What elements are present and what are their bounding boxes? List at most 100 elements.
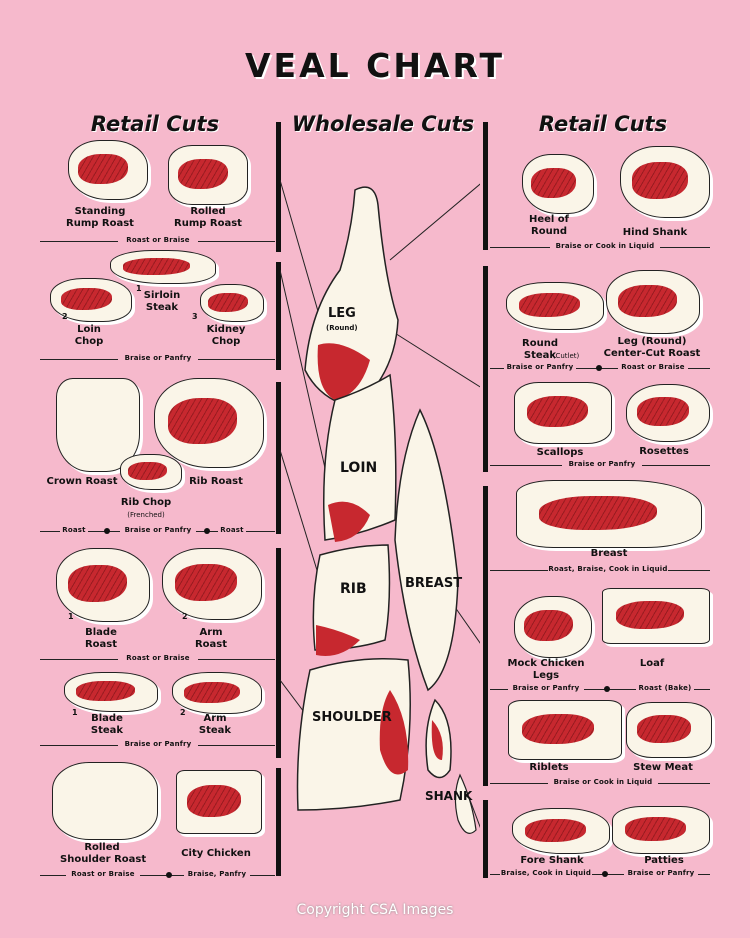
label-leg: LEG xyxy=(328,306,356,321)
divider-left-4 xyxy=(276,548,281,758)
shoulder-region xyxy=(296,658,411,811)
riblets-label: Riblets xyxy=(529,762,569,773)
header-wholesale: Wholesale Cuts xyxy=(291,112,475,136)
page-title: VEAL CHART xyxy=(245,46,505,85)
blade-steak-image xyxy=(64,672,158,712)
number-label: 3 xyxy=(192,312,198,321)
rib-chop-image xyxy=(120,454,182,490)
rolled-shoulder-roast-label: Rolled Shoulder Roast xyxy=(60,842,147,865)
divider-left-1 xyxy=(276,122,281,252)
number-label: 1 xyxy=(68,612,74,621)
blade-roast-label: Blade Roast xyxy=(84,627,118,650)
divider-right-2 xyxy=(483,266,488,472)
cook-method: Braise or Panfry xyxy=(118,740,198,748)
header-retail-right: Retail Cuts xyxy=(538,112,668,136)
sirloin-steak-label: Sirloin Steak xyxy=(143,290,181,313)
sirloin-steak-image xyxy=(110,250,216,284)
riblets-image xyxy=(508,700,622,760)
fore-shank-image xyxy=(512,808,610,854)
kidney-chop-label: Kidney Chop xyxy=(206,324,246,347)
number-label: 2 xyxy=(182,612,188,621)
rolled-rump-roast-label: Rolled Rump Roast xyxy=(174,206,242,229)
copyright-watermark: Copyright CSA Images xyxy=(296,902,454,918)
rib-chop-frenched: (Frenched) xyxy=(127,511,165,519)
divider-left-3 xyxy=(276,382,281,534)
round-steak-cutlet: (Cutlet) xyxy=(552,352,580,360)
rosettes-image xyxy=(626,384,710,442)
rib-roast-label: Rib Roast xyxy=(189,476,243,487)
mock-chicken-legs-image xyxy=(514,596,592,658)
rib-region xyxy=(312,544,391,651)
arm-steak-label: Arm Steak xyxy=(198,713,232,736)
loaf-label: Loaf xyxy=(639,658,665,669)
number-label: 2 xyxy=(62,312,68,321)
label-loin: LOIN xyxy=(340,460,378,476)
cook-method: Braise or Panfry xyxy=(508,684,584,692)
cook-method: Roast (Bake) xyxy=(636,684,694,692)
breast-image xyxy=(516,480,702,548)
cook-method: Roast xyxy=(60,526,88,534)
rosettes-label: Rosettes xyxy=(639,446,689,457)
cook-method: Braise or Panfry xyxy=(118,354,198,362)
fore-shank-label: Fore Shank xyxy=(520,855,584,866)
label-rib: RIB xyxy=(340,581,367,597)
cook-method: Braise or Panfry xyxy=(624,869,698,877)
cook-method: Braise or Panfry xyxy=(504,363,576,371)
label-shoulder: SHOULDER xyxy=(312,710,392,725)
separator-dot xyxy=(104,528,110,534)
cook-line xyxy=(490,689,710,690)
rolled-shoulder-roast-image xyxy=(52,762,158,840)
rib-roast-image xyxy=(154,378,264,468)
cook-method: Roast xyxy=(218,526,246,534)
heel-of-round-label: Heel of Round xyxy=(528,214,570,237)
mock-chicken-legs-label: Mock Chicken Legs xyxy=(507,658,585,681)
blade-roast-image xyxy=(56,548,150,622)
scallops-label: Scallops xyxy=(536,447,584,458)
hind-shank-label: Hind Shank xyxy=(622,227,688,238)
cook-method: Braise or Panfry xyxy=(120,526,196,534)
wholesale-carcass-diagram xyxy=(280,179,480,834)
arm-steak-image xyxy=(172,672,262,714)
city-chicken-image xyxy=(176,770,262,834)
loin-chop-image xyxy=(50,278,132,322)
heel-of-round-image xyxy=(522,154,594,214)
standing-rump-roast-image xyxy=(68,140,148,200)
divider-left-5 xyxy=(276,768,281,876)
separator-dot xyxy=(596,365,602,371)
label-shank: SHANK xyxy=(425,789,473,803)
city-chicken-label: City Chicken xyxy=(181,848,251,859)
divider-right-4 xyxy=(483,800,488,878)
leg-center-cut-roast-image xyxy=(606,270,700,334)
cook-line xyxy=(40,875,275,876)
crown-roast-image xyxy=(56,378,140,472)
loin-region xyxy=(323,373,397,541)
cook-method: Braise or Cook in Liquid xyxy=(548,778,658,786)
rib-chop-label: Rib Chop xyxy=(120,497,172,508)
rolled-rump-roast-image xyxy=(168,145,248,205)
number-label: 1 xyxy=(136,284,142,293)
header-retail-left: Retail Cuts xyxy=(90,112,220,136)
loin-chop-label: Loin Chop xyxy=(74,324,104,347)
blade-steak-label: Blade Steak xyxy=(90,713,124,736)
kidney-chop-image xyxy=(200,284,264,322)
cook-method: Roast or Braise xyxy=(118,654,198,662)
divider-right-1 xyxy=(483,122,488,250)
cook-method: Braise, Panfry xyxy=(184,870,250,878)
divider-right-3 xyxy=(483,486,488,786)
cook-method: Roast or Braise xyxy=(66,870,140,878)
label-breast: BREAST xyxy=(405,576,463,591)
breast-label: Breast xyxy=(590,548,628,559)
crown-roast-label: Crown Roast xyxy=(46,476,118,487)
cook-method: Roast, Braise, Cook in Liquid xyxy=(548,565,668,573)
standing-rump-roast-label: Standing Rump Roast xyxy=(66,206,134,229)
arm-roast-image xyxy=(162,548,262,620)
leg-center-cut-roast-label: Leg (Round) Center-Cut Roast xyxy=(603,336,701,359)
cook-method: Braise, Cook in Liquid xyxy=(500,869,592,877)
stew-meat-image xyxy=(626,702,712,758)
hind-shank-image xyxy=(620,146,710,218)
number-label: 1 xyxy=(72,708,78,717)
loaf-image xyxy=(602,588,710,644)
scallops-image xyxy=(514,382,612,444)
separator-dot xyxy=(204,528,210,534)
arm-roast-label: Arm Roast xyxy=(194,627,228,650)
